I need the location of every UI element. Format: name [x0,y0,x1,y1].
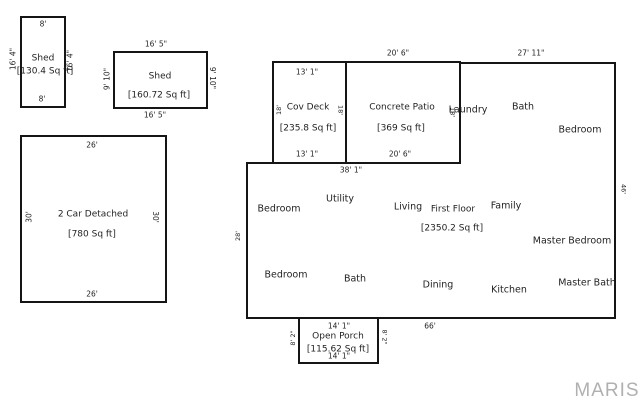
shed2-dim-right: 9' 10" [207,66,217,90]
first-floor-name: First Floor [430,204,476,215]
open-porch-name: Open Porch [312,331,364,342]
room-label-master-bedroom: Master Bedroom [532,235,612,247]
garage-dim-left: 30' [24,211,34,223]
open-porch-outline [298,317,379,364]
concrete-patio-dim-bottom: 20' 6" [388,149,412,159]
shed2-dim-top: 16' 5" [144,39,168,49]
open-porch-area: [115.62 Sq ft] [306,344,370,355]
shed1-dim-bottom: 8' [38,94,46,104]
concrete-patio-name: Concrete Patio [369,102,435,113]
garage-dim-bottom: 26' [86,289,98,299]
shed1-dim-top: 8' [39,19,47,29]
concrete-patio-dim-top: 20' 6" [386,48,410,58]
room-label-family: Family [490,200,522,212]
shed2-area: [160.72 Sq ft] [127,90,191,101]
room-label-master-bath: Master Bath [558,277,616,289]
cov-deck-dim-left: 18' [274,104,283,116]
room-label-utility: Utility [326,193,354,205]
first-floor-area: [2350.2 Sq ft] [420,223,484,234]
room-label-dining: Dining [422,279,454,291]
shed1-dim-left: 16' 4" [8,47,18,71]
shed2-dim-bottom: 16' 5" [143,110,167,120]
cov-deck-dim-top: 13' 1" [295,67,319,77]
open-porch-dim-bottom: 14' 1" [327,351,351,361]
room-label-living: Living [393,201,423,213]
concrete-patio-outline [345,61,461,164]
garage-area: [780 Sq ft] [68,229,116,240]
room-label-kitchen: Kitchen [491,284,527,296]
open-porch-dim-left: 8' 2" [288,330,297,346]
shed2-dim-left: 9' 10" [102,67,112,91]
room-label-laundry: Laundry [448,104,488,116]
garage-dim-right: 30' [150,211,160,223]
first-floor-dim-top-left: 38' 1" [339,165,363,175]
first-floor-dim-bottom: 66' [424,321,436,331]
cov-deck-name: Cov Deck [286,102,330,113]
room-label-bedroom-left: Bedroom [257,203,301,215]
shed1-outline [20,16,66,108]
room-label-bath-bottom: Bath [343,273,367,285]
shed1-area: [130.4 Sq ft] [16,66,74,77]
cov-deck-dim-right: 18' [336,104,345,116]
shed1-name: Shed [31,53,55,64]
concrete-patio-area: [369 Sq ft] [377,123,425,134]
shed1-dim-right: 16' 4" [65,49,75,73]
cov-deck-area: [235.8 Sq ft] [279,123,337,134]
first-floor-dim-right: 46' [619,183,628,195]
garage-outline [20,135,167,303]
garage-dim-top: 26' [86,140,98,150]
cov-deck-dim-bottom: 13' 1" [295,149,319,159]
first-floor-dim-left: 28' [233,230,242,242]
first-floor-outline [246,62,616,319]
open-porch-dim-right: 8' 2" [380,329,389,345]
room-label-bath-top: Bath [511,101,535,113]
shed2-name: Shed [148,71,172,82]
shed2-outline [113,51,208,109]
cov-deck-outline [272,61,347,164]
maris-watermark: MARIS [574,380,640,401]
garage-name: 2 Car Detached [57,209,129,220]
room-label-bedroom-bottom: Bedroom [264,269,308,281]
open-porch-dim-top: 14' 1" [327,321,351,331]
room-label-bedroom-right: Bedroom [558,124,602,136]
first-floor-dim-top-right: 27' 11" [517,48,545,58]
